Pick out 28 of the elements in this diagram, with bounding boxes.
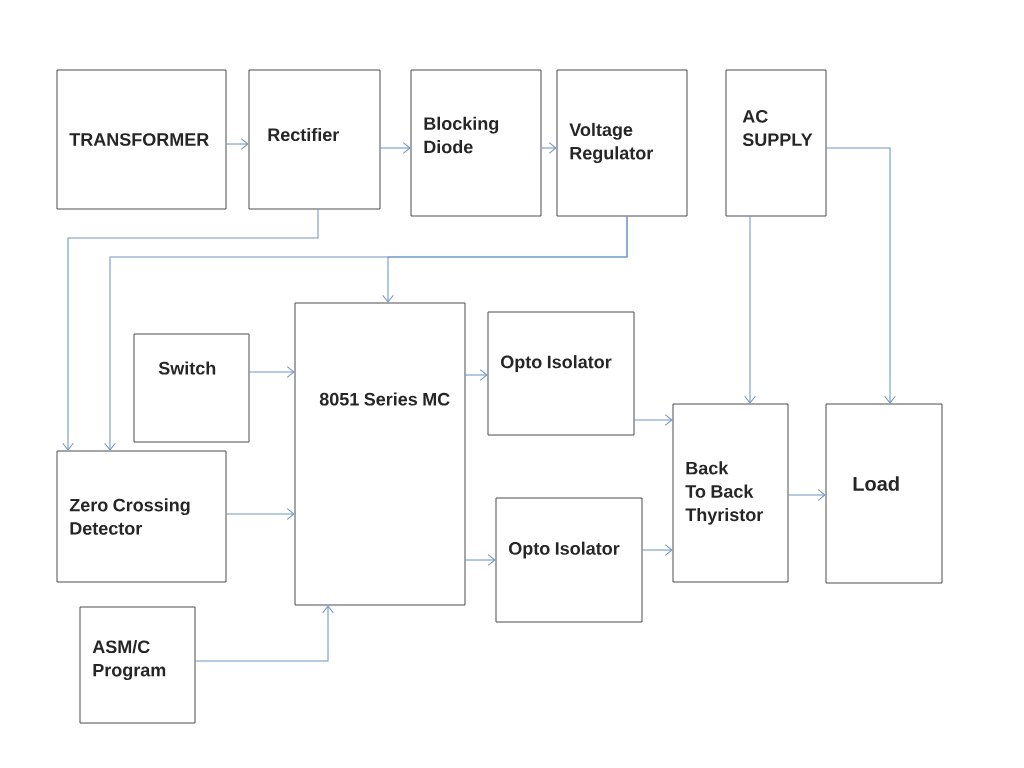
arrow	[633, 414, 673, 426]
arrow	[464, 369, 488, 381]
arrow	[787, 489, 826, 501]
arrow	[540, 142, 557, 154]
block-box: AC SUPPLY	[725, 69, 827, 217]
arrow	[194, 605, 334, 662]
block-box: Blocking Diode	[410, 69, 542, 217]
arrow	[744, 215, 756, 404]
block-box: Opto Isolator	[487, 311, 635, 436]
block-box: ASM/C Program	[79, 606, 196, 724]
arrow	[641, 544, 673, 556]
block-box: Back To Back Thyristor	[672, 403, 789, 583]
arrow	[825, 147, 896, 404]
arrow	[62, 208, 319, 451]
block-box: 8051 Series MC	[294, 302, 466, 606]
arrow	[379, 142, 411, 154]
arrow	[382, 215, 628, 303]
block-box: Opto Isolator	[495, 497, 643, 623]
arrow	[225, 508, 295, 520]
block-box: Rectifier	[248, 69, 381, 210]
block-box: Switch	[133, 333, 250, 443]
block-box: Zero Crossing Detector	[56, 450, 227, 583]
arrow	[248, 366, 295, 378]
arrow	[225, 138, 249, 150]
arrow	[464, 554, 496, 566]
block-box: Load	[825, 403, 943, 584]
block-box: Voltage Regulator	[556, 69, 688, 217]
block-box: TRANSFORMER	[56, 69, 227, 210]
